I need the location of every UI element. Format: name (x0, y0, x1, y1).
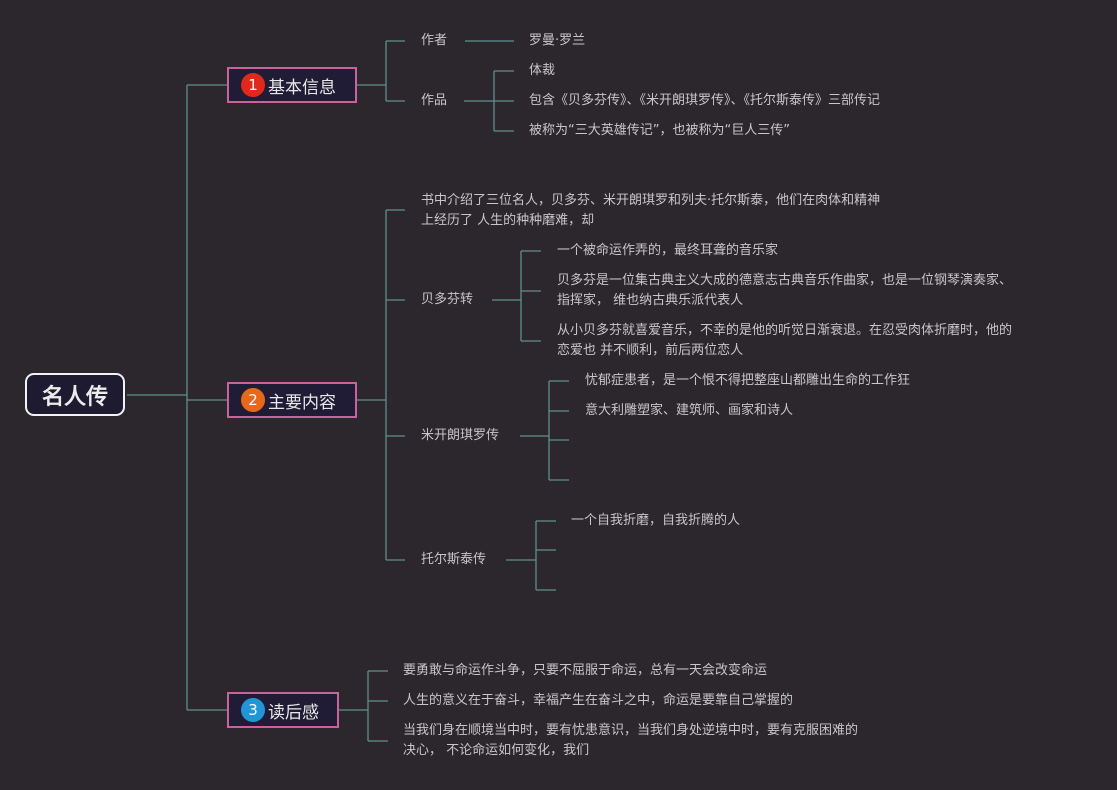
node-works[interactable]: 作品 (421, 93, 448, 108)
node-author-value[interactable]: 罗曼·罗兰 (529, 33, 586, 48)
branch-label: 基本信息 (268, 77, 336, 98)
connector (520, 380, 569, 481)
node-reflection-item[interactable]: 人生的意义在于奋斗，幸福产生在奋斗之中，命运是要靠自己掌握的 (403, 693, 794, 708)
node-michelangelo[interactable]: 米开朗琪罗传 (421, 428, 500, 443)
node-text-line: 当我们身在顺境当中时，要有忧患意识，当我们身处逆境中时，要有克服困难的 (403, 723, 859, 738)
connector (464, 70, 514, 132)
node-reflection-item[interactable]: 要勇敢与命运作斗争，只要不屈服于命运，总有一天会改变命运 (403, 663, 768, 678)
connector (506, 520, 556, 591)
node-michelangelo-item[interactable]: 忧郁症患者，是一个恨不得把整座山都雕出生命的工作狂 (585, 373, 911, 388)
node-beethoven[interactable]: 贝多芬转 (421, 292, 474, 307)
node-text-line: 上经历了 人生的种种磨难，却 (421, 213, 595, 228)
number-badge: 3 (241, 698, 265, 722)
connector (357, 40, 405, 102)
node-text-line: 书中介绍了三位名人，贝多芬、米开朗琪罗和列夫·托尔斯泰，他们在肉体和精神 (421, 193, 881, 208)
number-badge: 2 (241, 388, 265, 412)
connector (492, 250, 541, 342)
branch-node-main-content[interactable]: 2 主要内容 (227, 382, 357, 418)
node-beethoven-item[interactable]: 从小贝多芬就喜爱音乐，不幸的是他的听觉日渐衰退。在忍受肉体折磨时，他的 恋爱也 … (557, 321, 1012, 361)
node-tolstoy[interactable]: 托尔斯泰传 (421, 552, 487, 567)
branch-node-reflections[interactable]: 3 读后感 (227, 692, 339, 728)
connector (127, 84, 227, 711)
root-node[interactable]: 名人传 (25, 373, 125, 416)
connector (357, 209, 405, 561)
node-works-item[interactable]: 体裁 (529, 63, 556, 78)
node-text-line: 指挥家， 维也纳古典乐派代表人 (557, 293, 744, 308)
node-beethoven-item[interactable]: 贝多芬是一位集古典主义大成的德意志古典音乐作曲家，也是一位钢琴演奏家、 指挥家，… (557, 271, 1012, 311)
node-text-line: 决心， 不论命运如何变化，我们 (403, 743, 590, 758)
node-text-line: 恋爱也 并不顺利，前后两位恋人 (557, 343, 744, 358)
node-intro[interactable]: 书中介绍了三位名人，贝多芬、米开朗琪罗和列夫·托尔斯泰，他们在肉体和精神 上经历… (421, 191, 880, 231)
node-works-item[interactable]: 包含《贝多芬传》、《米开朗琪罗传》、《托尔斯泰传》三部传记 (529, 93, 881, 108)
node-text-line: 贝多芬是一位集古典主义大成的德意志古典音乐作曲家，也是一位钢琴演奏家、 (557, 273, 1013, 288)
node-works-item[interactable]: 被称为“三大英雄传记”，也被称为“巨人三传” (529, 123, 790, 138)
node-tolstoy-item[interactable]: 一个自我折磨，自我折腾的人 (571, 513, 741, 528)
branch-node-basic-info[interactable]: 1 基本信息 (227, 67, 357, 103)
branch-label: 主要内容 (268, 392, 336, 413)
node-michelangelo-item[interactable]: 意大利雕塑家、建筑师、画家和诗人 (585, 403, 794, 418)
node-reflection-item[interactable]: 当我们身在顺境当中时，要有忧患意识，当我们身处逆境中时，要有克服困难的 决心， … (403, 721, 858, 761)
node-beethoven-item[interactable]: 一个被命运作弄的，最终耳聋的音乐家 (557, 243, 779, 258)
node-text-line: 从小贝多芬就喜爱音乐，不幸的是他的听觉日渐衰退。在忍受肉体折磨时，他的 (557, 323, 1013, 338)
node-author[interactable]: 作者 (421, 33, 448, 48)
branch-label: 读后感 (268, 702, 319, 723)
connector (339, 670, 388, 742)
number-badge: 1 (241, 73, 265, 97)
